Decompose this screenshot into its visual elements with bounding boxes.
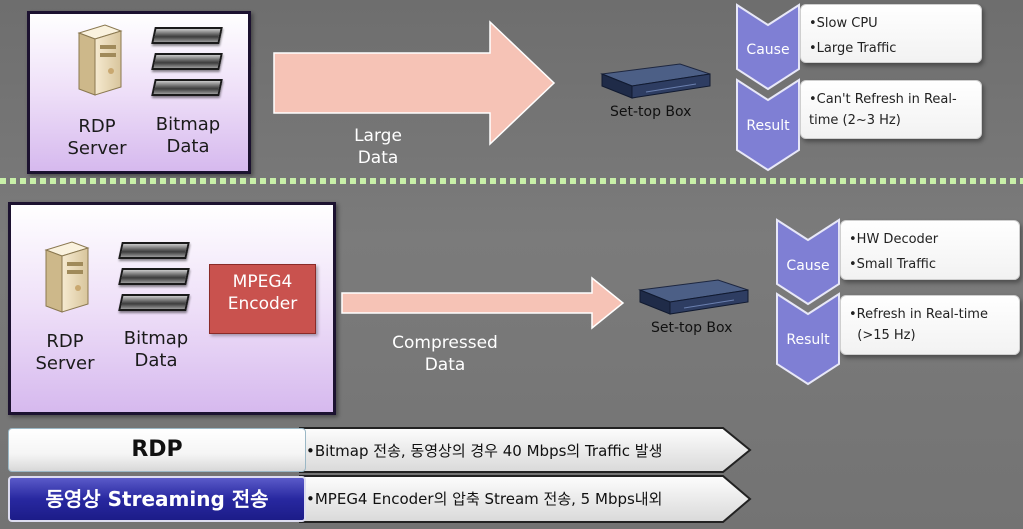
cause-chevron-icon: [776, 218, 840, 306]
result-details-card: •Refresh in Real-time (>15 Hz): [840, 295, 1020, 355]
bitmap-data-label: Bitmap Data: [123, 328, 189, 371]
arrow-right-icon: [341, 276, 625, 330]
set-top-box-label: Set-top Box: [610, 104, 692, 120]
result-label: Result: [746, 118, 790, 134]
cause-item: •Slow CPU: [809, 16, 878, 31]
result-item: time (2~3 Hz): [809, 113, 901, 128]
bitmap-bar: [118, 268, 190, 285]
cause-label: Cause: [746, 42, 790, 58]
result-chevron-icon: [736, 78, 800, 172]
set-top-box-icon: [638, 279, 749, 315]
cause-chevron-icon: [736, 3, 800, 91]
result-label: Result: [786, 332, 830, 348]
result-item: (>15 Hz): [849, 328, 916, 343]
bitmap-bar: [118, 294, 190, 311]
cause-details-card: •Slow CPU •Large Traffic: [800, 4, 982, 63]
cause-details-card: •HW Decoder •Small Traffic: [840, 220, 1020, 280]
set-top-box-label: Set-top Box: [651, 320, 733, 336]
stream-summary-text: •MPEG4 Encoder의 압축 Stream 전송, 5 Mbps내외: [306, 490, 663, 508]
bitmap-bar: [151, 79, 223, 96]
cause-item: •HW Decoder: [849, 232, 939, 247]
result-details-card: •Can't Refresh in Real- time (2~3 Hz): [800, 80, 982, 139]
server-icon: [77, 24, 123, 96]
server-icon: [44, 241, 90, 313]
bitmap-bar: [118, 242, 190, 259]
cause-item: •Small Traffic: [849, 257, 936, 272]
rdp-server-label: RDP Server: [67, 116, 127, 159]
rdp-server-label: RDP Server: [35, 331, 95, 374]
section-divider: [0, 178, 1023, 184]
bitmap-bar: [151, 27, 223, 44]
mpeg4-encoder-box: MPEG4 Encoder: [209, 264, 316, 334]
rdp-summary-label: RDP: [8, 428, 306, 472]
flow-label-compressed-data: Compressed Data: [392, 333, 498, 375]
stream-summary-label: 동영상 Streaming 전송: [8, 476, 306, 522]
rdp-summary-text: •Bitmap 전송, 동영상의 경우 40 Mbps의 Traffic 발생: [306, 442, 663, 460]
bitmap-data-label: Bitmap Data: [155, 114, 221, 157]
result-chevron-icon: [776, 292, 840, 386]
bitmap-bar: [151, 53, 223, 70]
flow-label-large-data: Large Data: [354, 126, 402, 168]
arrow-right-icon: [273, 20, 556, 146]
set-top-box-icon: [600, 63, 711, 99]
cause-item: •Large Traffic: [809, 41, 897, 56]
result-item: •Refresh in Real-time: [849, 307, 988, 322]
result-item: •Can't Refresh in Real-: [809, 92, 957, 107]
cause-label: Cause: [786, 258, 830, 274]
